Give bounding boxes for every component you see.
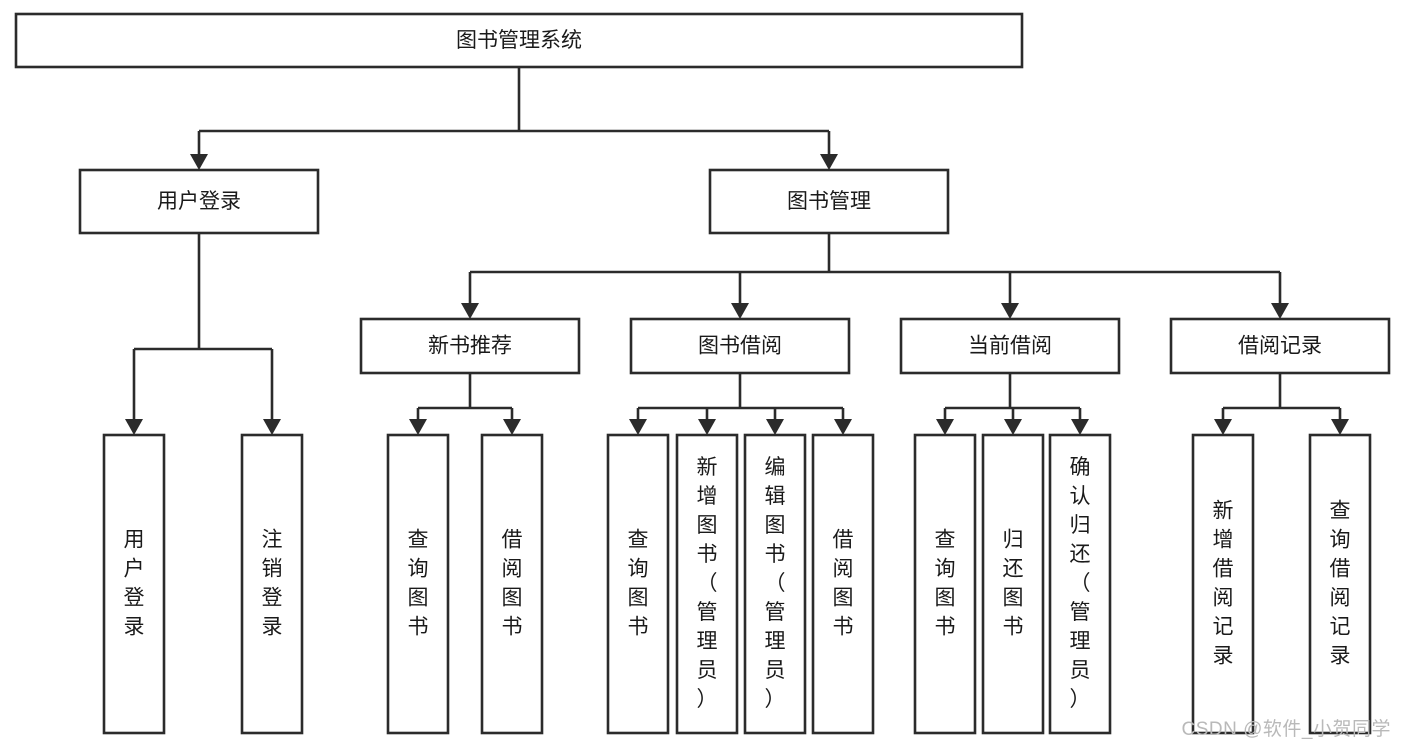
- node-box-leaf-query-record[interactable]: [1308, 433, 1372, 735]
- node-label-leaf-add-record: 新增借阅记录: [1213, 500, 1234, 668]
- node-box-leaf-confirm-return[interactable]: [1048, 433, 1112, 735]
- arrow-icon-current-borrow-2: [1071, 419, 1089, 435]
- arrow-icon-book-borrow-2: [766, 419, 784, 435]
- arrow-icon-new-book-rec-1: [503, 419, 521, 435]
- arrow-icon-root-1: [820, 154, 838, 170]
- node-label-leaf-query-book-3: 查询图书: [935, 529, 956, 639]
- node-label-current-borrow: 当前借阅: [968, 335, 1052, 358]
- node-box-leaf-query-book-1[interactable]: [386, 433, 450, 735]
- node-box-current-borrow[interactable]: [899, 317, 1121, 375]
- node-box-leaf-query-book-3[interactable]: [913, 433, 977, 735]
- node-label-leaf-user-logout: 注销登录: [262, 529, 283, 639]
- arrow-icon-book-borrow-1: [698, 419, 716, 435]
- node-box-leaf-borrow-book-1[interactable]: [480, 433, 544, 735]
- arrow-icon-user-login-1: [263, 419, 281, 435]
- arrow-icon-new-book-rec-0: [409, 419, 427, 435]
- node-label-book-manage: 图书管理: [787, 190, 871, 213]
- node-leaf-borrow-book-2[interactable]: 借阅图书: [811, 433, 875, 735]
- arrow-icon-current-borrow-0: [936, 419, 954, 435]
- node-leaf-query-book-1[interactable]: 查询图书: [386, 433, 450, 735]
- node-box-root[interactable]: [14, 12, 1024, 69]
- arrow-icon-borrow-record-0: [1214, 419, 1232, 435]
- node-leaf-user-login[interactable]: 用户登录: [102, 433, 166, 735]
- node-label-root: 图书管理系统: [456, 29, 582, 52]
- node-root[interactable]: 图书管理系统: [14, 12, 1024, 69]
- node-box-user-login[interactable]: [78, 168, 320, 235]
- node-leaf-add-book[interactable]: 新增图书（管理员）: [675, 433, 739, 735]
- node-label-leaf-borrow-book-1: 借阅图书: [502, 529, 523, 639]
- node-box-book-manage[interactable]: [708, 168, 950, 235]
- arrow-icon-user-login-0: [125, 419, 143, 435]
- node-box-leaf-user-logout[interactable]: [240, 433, 304, 735]
- nodes-layer: 图书管理系统用户登录图书管理新书推荐图书借阅当前借阅借阅记录用户登录注销登录查询…: [14, 12, 1391, 735]
- node-label-new-book-rec: 新书推荐: [428, 335, 512, 358]
- csdn-watermark: CSDN @软件_小贺同学: [1181, 719, 1391, 740]
- arrow-icon-book-manage-2: [1001, 303, 1019, 319]
- node-box-leaf-user-login[interactable]: [102, 433, 166, 735]
- node-leaf-return-book[interactable]: 归还图书: [981, 433, 1045, 735]
- arrow-icon-root-0: [190, 154, 208, 170]
- arrow-icon-book-borrow-0: [629, 419, 647, 435]
- arrow-icon-current-borrow-1: [1004, 419, 1022, 435]
- arrow-icon-book-manage-1: [731, 303, 749, 319]
- node-label-user-login: 用户登录: [157, 190, 241, 213]
- node-label-leaf-edit-book: 编辑图书（管理员）: [765, 456, 786, 711]
- node-new-book-rec[interactable]: 新书推荐: [359, 317, 581, 375]
- node-leaf-confirm-return[interactable]: 确认归还（管理员）: [1048, 433, 1112, 735]
- node-box-leaf-query-book-2[interactable]: [606, 433, 670, 735]
- node-leaf-edit-book[interactable]: 编辑图书（管理员）: [743, 433, 807, 735]
- arrow-icon-borrow-record-1: [1331, 419, 1349, 435]
- node-label-leaf-query-book-2: 查询图书: [628, 529, 649, 639]
- node-box-new-book-rec[interactable]: [359, 317, 581, 375]
- node-leaf-query-record[interactable]: 查询借阅记录: [1308, 433, 1372, 735]
- arrow-icon-book-borrow-3: [834, 419, 852, 435]
- node-label-borrow-record: 借阅记录: [1238, 335, 1322, 358]
- node-box-leaf-borrow-book-2[interactable]: [811, 433, 875, 735]
- node-label-book-borrow: 图书借阅: [698, 335, 782, 358]
- node-box-leaf-add-record[interactable]: [1191, 433, 1255, 735]
- node-label-leaf-user-login: 用户登录: [124, 529, 145, 639]
- node-leaf-query-book-2[interactable]: 查询图书: [606, 433, 670, 735]
- node-box-book-borrow[interactable]: [629, 317, 851, 375]
- node-leaf-user-logout[interactable]: 注销登录: [240, 433, 304, 735]
- node-label-leaf-add-book: 新增图书（管理员）: [697, 456, 718, 711]
- node-book-manage[interactable]: 图书管理: [708, 168, 950, 235]
- node-leaf-query-book-3[interactable]: 查询图书: [913, 433, 977, 735]
- node-leaf-borrow-book-1[interactable]: 借阅图书: [480, 433, 544, 735]
- node-label-leaf-query-book-1: 查询图书: [408, 529, 429, 639]
- node-label-leaf-query-record: 查询借阅记录: [1330, 500, 1351, 668]
- node-leaf-add-record[interactable]: 新增借阅记录: [1191, 433, 1255, 735]
- arrow-icon-book-manage-3: [1271, 303, 1289, 319]
- node-book-borrow[interactable]: 图书借阅: [629, 317, 851, 375]
- node-box-leaf-return-book[interactable]: [981, 433, 1045, 735]
- node-label-leaf-confirm-return: 确认归还（管理员）: [1070, 456, 1091, 711]
- node-user-login[interactable]: 用户登录: [78, 168, 320, 235]
- node-box-leaf-add-book[interactable]: [675, 433, 739, 735]
- node-box-leaf-edit-book[interactable]: [743, 433, 807, 735]
- node-label-leaf-return-book: 归还图书: [1003, 529, 1024, 639]
- node-box-borrow-record[interactable]: [1169, 317, 1391, 375]
- node-current-borrow[interactable]: 当前借阅: [899, 317, 1121, 375]
- node-borrow-record[interactable]: 借阅记录: [1169, 317, 1391, 375]
- arrow-icon-book-manage-0: [461, 303, 479, 319]
- node-label-leaf-borrow-book-2: 借阅图书: [833, 529, 854, 639]
- connectors-layer: [125, 67, 1349, 435]
